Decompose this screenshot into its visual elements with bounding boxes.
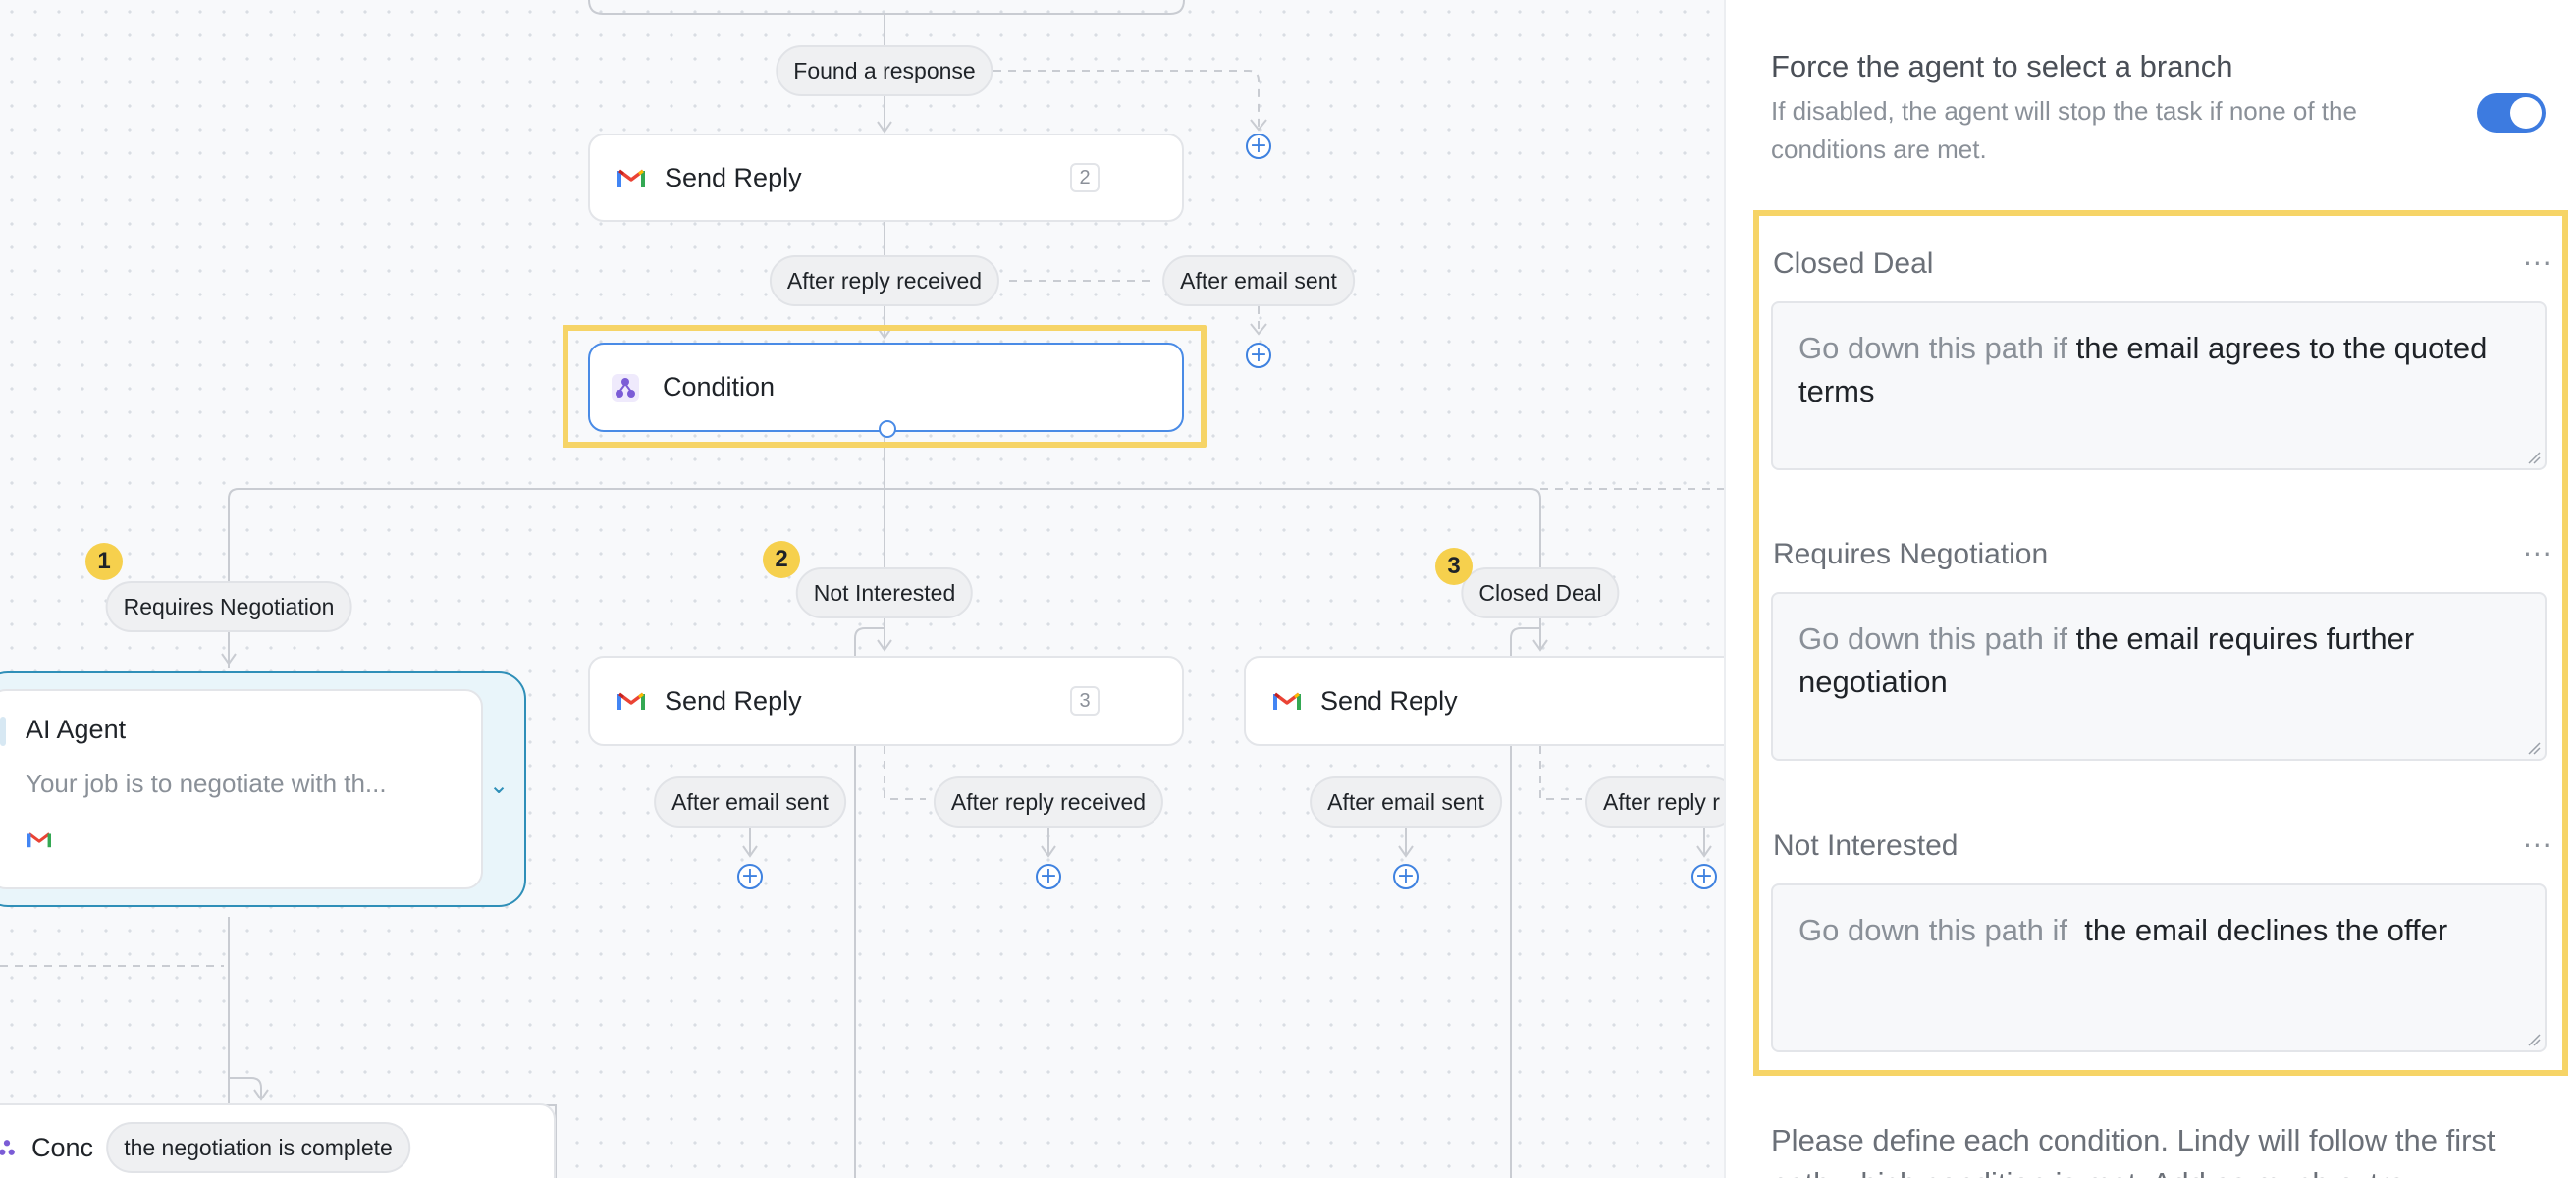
gmail-icon <box>1273 692 1301 710</box>
node-title: Send Reply <box>1320 685 1458 716</box>
condition-input-not-interested[interactable]: Go down this path if the email declines … <box>1771 884 2547 1052</box>
step-badge-2: 2 <box>763 541 800 578</box>
condition-label-closed-deal[interactable]: Closed Deal <box>1773 247 1934 280</box>
add-step-button[interactable]: + <box>1246 134 1271 159</box>
condition-node[interactable]: Condition <box>588 343 1184 438</box>
condition-value: the email requires further negotiation <box>1798 621 2415 699</box>
more-icon[interactable]: ··· <box>2523 830 2552 862</box>
conditions-help-text: Please define each condition. Lindy will… <box>1771 1123 2496 1178</box>
condition-icon <box>0 1140 15 1155</box>
edge-label-after-reply-received[interactable]: After reply received <box>769 255 1000 306</box>
add-step-button[interactable]: + <box>737 864 763 889</box>
condition-input-requires-negotiation[interactable]: Go down this path if the email requires … <box>1771 592 2547 761</box>
output-handle[interactable] <box>879 420 896 438</box>
node-title: Condition <box>663 372 776 402</box>
add-step-button[interactable]: + <box>1036 864 1061 889</box>
resize-grip-icon[interactable] <box>2527 741 2541 755</box>
send-reply-node-1[interactable]: Send Reply 2 <box>588 134 1184 222</box>
condition-highlight <box>563 325 1207 448</box>
edge-label-after-reply-received[interactable]: After reply received <box>933 776 1164 828</box>
force-branch-description: If disabled, the agent will stop the tas… <box>1771 96 2357 164</box>
send-reply-node-3[interactable]: Send Reply <box>1244 656 1724 746</box>
workflow-canvas[interactable]: Send Reply 2 Condition Send Reply 3 <box>0 0 1724 1178</box>
resize-grip-icon[interactable] <box>2527 1033 2541 1046</box>
ai-agent-node[interactable]: AI Agent Your job is to negotiate with t… <box>0 671 526 907</box>
add-step-button[interactable]: + <box>1246 343 1271 368</box>
edge-label-not-interested[interactable]: Not Interested <box>795 567 974 618</box>
edge-label-after-email-sent[interactable]: After email sent <box>1162 255 1355 306</box>
more-icon[interactable]: ··· <box>2523 538 2552 570</box>
step-badge-3: 3 <box>1435 548 1473 585</box>
condition-label-not-interested[interactable]: Not Interested <box>1773 830 1959 862</box>
condition-value: the email declines the offer <box>2067 913 2448 947</box>
node-title: Send Reply <box>665 685 802 716</box>
condition-icon <box>612 373 639 402</box>
resize-grip-icon[interactable] <box>2527 451 2541 464</box>
force-branch-title: Force the agent to select a branch <box>1771 49 2233 83</box>
gmail-icon <box>617 692 645 710</box>
add-step-button[interactable]: + <box>1691 864 1717 889</box>
agent-icon <box>0 717 6 746</box>
conditions-highlight <box>1753 210 2568 1076</box>
node-title: Conc <box>31 1132 94 1162</box>
condition-settings-panel: Force the agent to select a branch If di… <box>1724 0 2576 1178</box>
condition-value: the email agrees to the quoted terms <box>1798 331 2488 408</box>
gmail-icon <box>27 832 51 848</box>
edge-label-after-email-sent[interactable]: After email sent <box>1310 776 1502 828</box>
edge-label-requires-negotiation[interactable]: Requires Negotiation <box>105 581 352 632</box>
step-count-badge: 2 <box>1070 163 1100 192</box>
more-icon[interactable]: ··· <box>2523 247 2552 280</box>
node-title: Send Reply <box>665 162 802 192</box>
condition-prefix: Go down this path if <box>1798 331 2067 365</box>
edge-top-node-border <box>588 0 1185 15</box>
condition-label-requires-negotiation[interactable]: Requires Negotiation <box>1773 538 2049 570</box>
send-reply-node-2[interactable]: Send Reply 3 <box>588 656 1184 746</box>
add-step-button[interactable]: + <box>1393 864 1419 889</box>
toggle-knob <box>2510 97 2542 129</box>
step-badge-1: 1 <box>85 543 123 580</box>
edge-label-closed-deal[interactable]: Closed Deal <box>1461 567 1620 618</box>
condition-prefix: Go down this path if <box>1798 621 2067 656</box>
node-description: Your job is to negotiate with th... <box>26 769 387 798</box>
edge-label-negotiation-complete[interactable]: the negotiation is complete <box>106 1122 410 1173</box>
step-count-badge: 3 <box>1070 686 1100 716</box>
workflow-edges <box>0 0 1724 1178</box>
gmail-icon <box>617 169 645 187</box>
condition-prefix: Go down this path if <box>1798 913 2067 947</box>
condition-input-closed-deal[interactable]: Go down this path if the email agrees to… <box>1771 301 2547 470</box>
edge-label-after-reply-received[interactable]: After reply r <box>1585 776 1724 828</box>
edge-label-after-email-sent[interactable]: After email sent <box>654 776 846 828</box>
node-title: AI Agent <box>26 715 127 744</box>
edge-label-found-response[interactable]: Found a response <box>776 45 993 96</box>
force-branch-toggle[interactable] <box>2477 93 2546 133</box>
chevron-down-icon[interactable]: ⌄ <box>489 772 510 799</box>
